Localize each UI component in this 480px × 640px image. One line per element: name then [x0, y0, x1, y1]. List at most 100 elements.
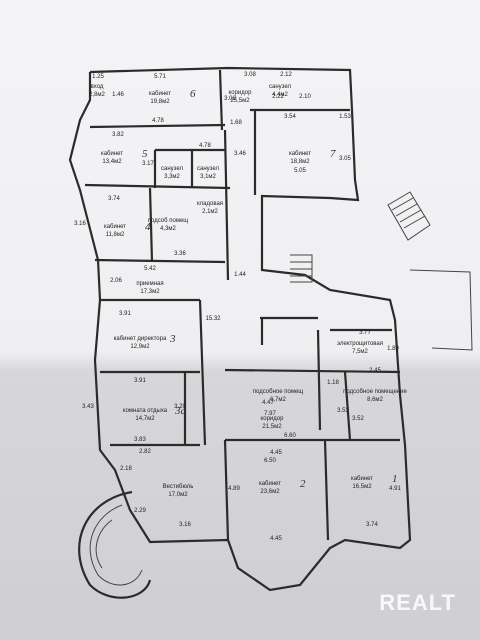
room-name-pod1: подсоб помещ [148, 218, 189, 224]
room-area-pl: 4,4м2 [272, 92, 288, 98]
room-area-su1: 3,3м2 [164, 174, 180, 180]
room-number-r2: 2 [300, 478, 306, 490]
room-name-lw: вход [91, 84, 104, 90]
room-name-pr: приемная [136, 281, 163, 287]
dimension-label: 3.53 [337, 408, 349, 414]
room-area-pod2: 6,7м2 [270, 397, 286, 403]
room-area-cor2: 21,5м2 [262, 424, 282, 430]
room-area-r1: 16,5м2 [352, 484, 372, 490]
dimension-label: 3.83 [134, 437, 146, 443]
dimension-label: 4.45 [270, 450, 282, 456]
room-name-r5: кабинет [101, 151, 123, 157]
room-name-su2: санузел [197, 166, 219, 172]
room-area-pr: 17,3м2 [140, 289, 160, 295]
dimension-label: 1.53 [339, 114, 351, 120]
room-area-su2: 3,1м2 [200, 174, 216, 180]
room-area-r4: 11,8м2 [106, 232, 125, 238]
dimension-label: 2.45 [369, 368, 381, 374]
room-area-r3a: 14,7м2 [135, 416, 155, 422]
room-area-vest: 17,0м2 [168, 492, 188, 498]
dimension-label: 3.08 [244, 72, 256, 78]
room-name-kl: кладовая [197, 201, 223, 207]
room-area-r5: 13,4м2 [102, 159, 122, 165]
room-number-r1: 1 [392, 473, 398, 485]
room-area-r6: 19,8м2 [150, 99, 170, 105]
dimension-label: 7.97 [264, 411, 276, 417]
dimension-label: 1.68 [230, 120, 242, 126]
dimension-label: 5.42 [144, 266, 156, 272]
room-area-r3: 12,9м2 [130, 344, 150, 350]
room-name-r3: кабинет директора [114, 336, 167, 342]
room-number-r3: 3 [169, 333, 176, 345]
dimension-label: 3.17 [142, 161, 154, 167]
room-number-r4: 4 [145, 221, 151, 233]
dimension-label: 3.20 [174, 404, 186, 410]
interior-walls [84, 69, 401, 541]
room-name-cor1: коридор [229, 90, 253, 96]
room-area-r7: 18,8м2 [290, 159, 310, 165]
dimension-label: 2.18 [120, 466, 132, 472]
dimension-label: 3.36 [174, 251, 186, 257]
dimension-label: 1.44 [234, 272, 246, 278]
dimension-label: 6.60 [284, 433, 296, 439]
dimension-label: 3.91 [134, 378, 146, 384]
dimension-label: 3.16 [179, 522, 191, 528]
room-name-pod3: подсобное помещение [343, 389, 407, 395]
dimension-label: 2.10 [299, 94, 311, 100]
dimension-label: 3.08 [224, 96, 236, 102]
dimension-label: 3.46 [234, 151, 246, 157]
dimension-label: 2.22 [272, 94, 284, 100]
dimension-label: 3.52 [352, 416, 364, 422]
room-name-r3a: комната отдыха [123, 408, 168, 414]
dimension-label: 6.50 [264, 458, 276, 464]
dimension-label: 15.32 [205, 316, 221, 322]
site-watermark: REALT [379, 590, 456, 615]
dimension-label: 1.89 [387, 346, 399, 352]
room-area-kl: 2,1м2 [202, 209, 218, 215]
dimension-label: 3.05 [339, 156, 351, 162]
room-area-pod3: 8,6м2 [367, 397, 383, 403]
dimension-label: 1.46 [112, 92, 124, 98]
room-name-su1: санузел [161, 166, 183, 172]
room-name-cor2: коридор [261, 416, 285, 422]
room-area-r2: 23,6м2 [260, 489, 280, 495]
room-number-r7: 7 [330, 148, 336, 160]
dimension-label: 2.82 [139, 449, 151, 455]
room-area-pod1: 4,3м2 [160, 226, 176, 232]
room-name-r1: кабинет [351, 476, 373, 482]
room-number-r3a: 3а [174, 405, 187, 417]
room-name-r7: кабинет [289, 151, 311, 157]
dimension-label: 3.74 [366, 522, 378, 528]
dimension-label: 3.74 [108, 196, 120, 202]
dimension-label: 3.43 [82, 404, 94, 410]
dimension-label: 2.12 [280, 72, 292, 78]
dimension-label: 5.05 [294, 168, 306, 174]
dimension-label: 3.54 [284, 114, 296, 120]
dimension-label: 2.29 [134, 508, 146, 514]
room-area-lw: 2,8м2 [89, 92, 105, 98]
outer-walls [68, 66, 412, 599]
dimension-label: 2.06 [110, 278, 122, 284]
dimension-label: 3.16 [74, 221, 86, 227]
dimension-label: 5.71 [154, 74, 166, 80]
dimension-label: 4.89 [228, 486, 240, 492]
dimension-label: 4.78 [152, 118, 164, 124]
room-area-cor1: 25,5м2 [230, 98, 250, 104]
dimension-label: 4.47 [262, 400, 274, 406]
room-name-r2: кабинет [259, 481, 281, 487]
room-name-r4: кабинет [104, 224, 126, 230]
room-name-el: электрощитовая [337, 341, 383, 347]
dimension-label: 4.91 [389, 486, 401, 492]
room-name-r6: кабинет [149, 91, 171, 97]
dimension-label: 1.18 [327, 380, 339, 386]
dimension-label: 3.77 [359, 330, 371, 336]
room-name-vest: Вестибюль [163, 484, 194, 490]
room-name-pl: санузел [269, 84, 291, 90]
dimension-label: 3.82 [112, 132, 124, 138]
dimension-label: 1.25 [92, 74, 104, 80]
room-name-pod2: подсобное помещ [253, 389, 303, 395]
staircase [290, 191, 473, 351]
room-number-r6: 6 [190, 88, 196, 100]
